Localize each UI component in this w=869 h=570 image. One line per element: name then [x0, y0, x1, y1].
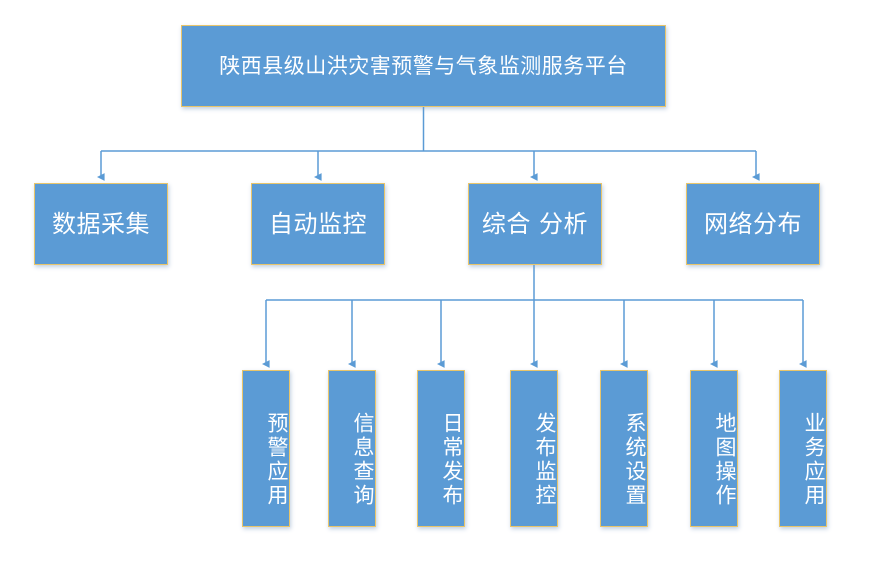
node-leaf-richang-fabu[interactable]: 日常发布 [417, 370, 465, 527]
node-root-platform[interactable]: 陕西县级山洪灾害预警与气象监测服务平台 [181, 25, 666, 107]
node-leaf-fabu-jiankong[interactable]: 发布监控 [510, 370, 558, 527]
node-level2-zonghe-fenxi[interactable]: 综合 分析 [468, 183, 602, 265]
node-level2-zidong-jiankong[interactable]: 自动监控 [251, 183, 385, 265]
node-leaf-yujing-yingyong[interactable]: 预警应用 [242, 370, 290, 527]
node-leaf-xitong-shezhi[interactable]: 系统设置 [600, 370, 648, 527]
node-leaf-xinxi-chaxun[interactable]: 信息查询 [328, 370, 376, 527]
node-leaf-ditu-caozuo[interactable]: 地图操作 [690, 370, 738, 527]
node-level2-wangluo-fenbu[interactable]: 网络分布 [686, 183, 820, 265]
node-level2-shuju-caiji[interactable]: 数据采集 [34, 183, 168, 265]
node-leaf-yewu-yingyong[interactable]: 业务应用 [779, 370, 827, 527]
